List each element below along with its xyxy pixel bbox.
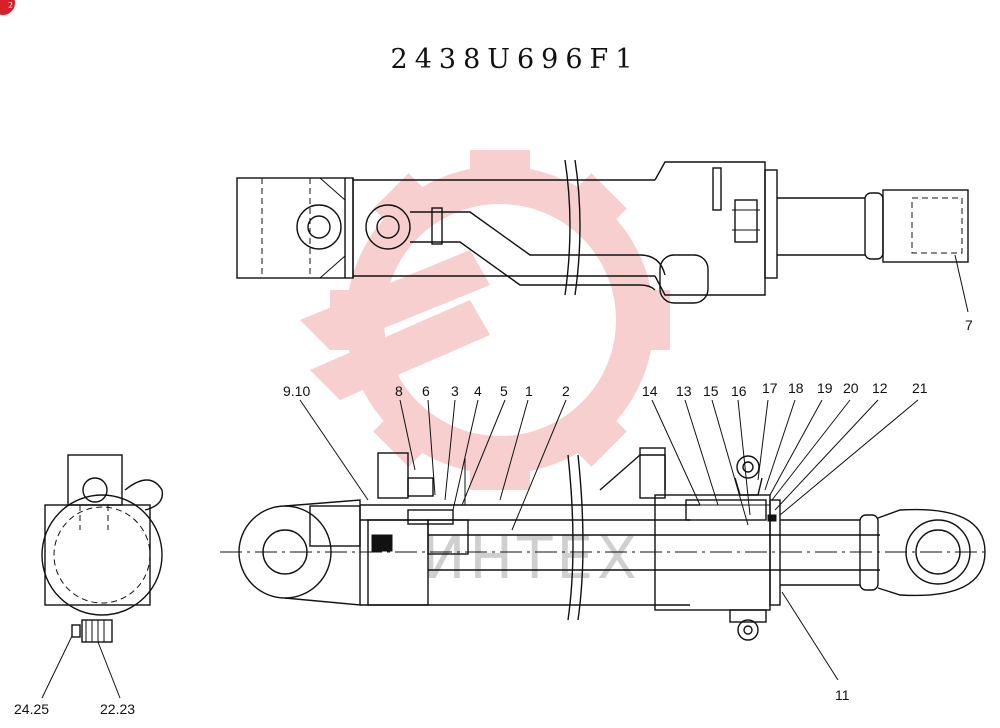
callout-1: 1 [525, 383, 533, 399]
callout-5: 5 [500, 383, 508, 399]
callout-21: 21 [912, 380, 928, 396]
callout-2: 2 [562, 383, 570, 399]
callout-3: 3 [451, 383, 459, 399]
callout-8: 8 [395, 383, 403, 399]
top-view-cylinder [236, 159, 969, 304]
callout-15: 15 [703, 383, 719, 399]
callout-24-25: 24.25 [14, 701, 49, 717]
corner-page-badge: 2 [0, 0, 15, 15]
callout-13: 13 [676, 383, 692, 399]
callout-11: 11 [835, 687, 850, 703]
end-view [41, 454, 164, 643]
callout-7: 7 [965, 317, 973, 333]
watermark-text: ИНТЕХ [422, 524, 641, 592]
callout-19: 19 [817, 380, 833, 396]
callout-20: 20 [843, 380, 859, 396]
callout-14: 14 [642, 383, 658, 399]
section-view-cylinder [220, 447, 990, 641]
watermark-logo [300, 150, 670, 490]
part-number-title: 2438U696F1 [390, 44, 640, 75]
callout-9-10: 9.10 [283, 383, 310, 399]
callout-6: 6 [422, 383, 430, 399]
callout-12: 12 [872, 380, 888, 396]
callout-22-23: 22.23 [100, 701, 135, 717]
callout-16: 16 [731, 383, 747, 399]
callout-18: 18 [788, 380, 804, 396]
callout-leaders [41, 254, 969, 699]
callout-labels: 7 9.10 8 6 3 4 5 1 2 14 13 15 16 17 18 1… [14, 317, 973, 717]
callout-17: 17 [762, 380, 778, 396]
callout-4: 4 [474, 383, 482, 399]
